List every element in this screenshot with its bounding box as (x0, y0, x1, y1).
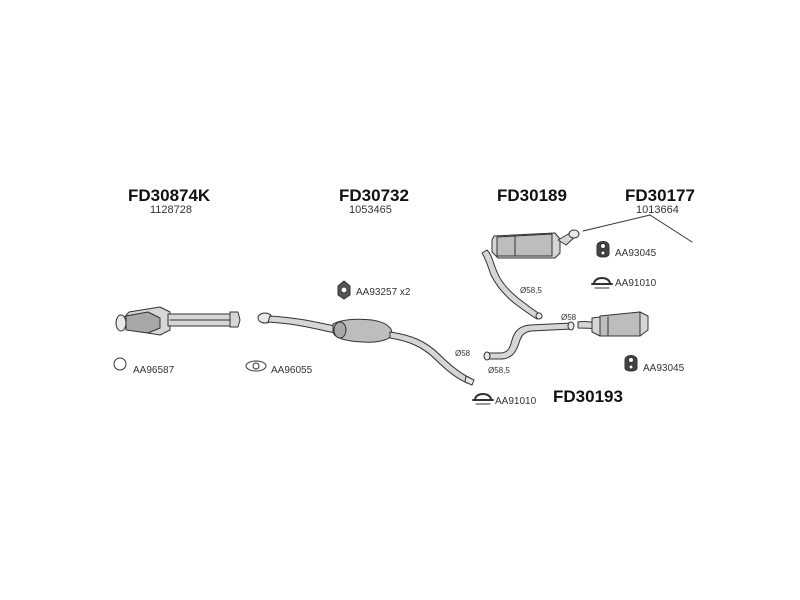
flange-gasket-icon (245, 360, 267, 372)
rubber-mount-icon (337, 280, 351, 300)
accessory-label-aa93257: AA93257 x2 (356, 287, 411, 298)
part-code-fd30732: FD30732 (339, 186, 409, 205)
part-code-fd30189: FD30189 (497, 186, 567, 205)
accessory-label-aa96587: AA96587 (133, 365, 175, 376)
part-code-fd30193: FD30193 (553, 387, 623, 406)
pipe-clamp-icon-bottom (472, 393, 494, 405)
rubber-hanger-icon-top (596, 241, 610, 258)
leader-line-fd30177-a (582, 214, 651, 232)
rubber-hanger-icon-bottom (624, 355, 638, 372)
oem-number-fd30177: 1013664 (636, 204, 679, 216)
rear-silencer-upper (481, 229, 580, 320)
accessory-label-aa91010-bottom: AA91010 (495, 396, 537, 407)
centre-silencer-pipe (257, 312, 475, 386)
accessory-label-aa91010-top: AA91010 (615, 278, 657, 289)
diameter-label-rear-inlet: Ø58,5 (520, 286, 542, 295)
part-code-fd30874k: FD30874K (128, 186, 211, 205)
gasket-ring-icon (113, 357, 127, 371)
oem-number-fd30732: 1053465 (349, 204, 392, 216)
accessory-label-aa93045-bottom: AA93045 (643, 363, 685, 374)
part-code-fd30177: FD30177 (625, 186, 695, 205)
leader-line-fd30177-b (649, 214, 693, 243)
diameter-label-centre-outlet: Ø58 (455, 349, 471, 358)
diameter-label-rear-box: Ø58 (561, 313, 577, 322)
rear-silencer-lower (577, 311, 649, 337)
catalytic-converter-pipe (115, 306, 241, 336)
accessory-label-aa93045-top: AA93045 (615, 248, 657, 259)
intermediate-pipe (483, 321, 575, 361)
pipe-clamp-icon-top (591, 277, 613, 289)
accessory-label-aa96055: AA96055 (271, 365, 313, 376)
oem-number-fd30874k: 1128728 (150, 204, 193, 216)
diameter-label-intermediate-inlet: Ø58,5 (488, 366, 510, 375)
